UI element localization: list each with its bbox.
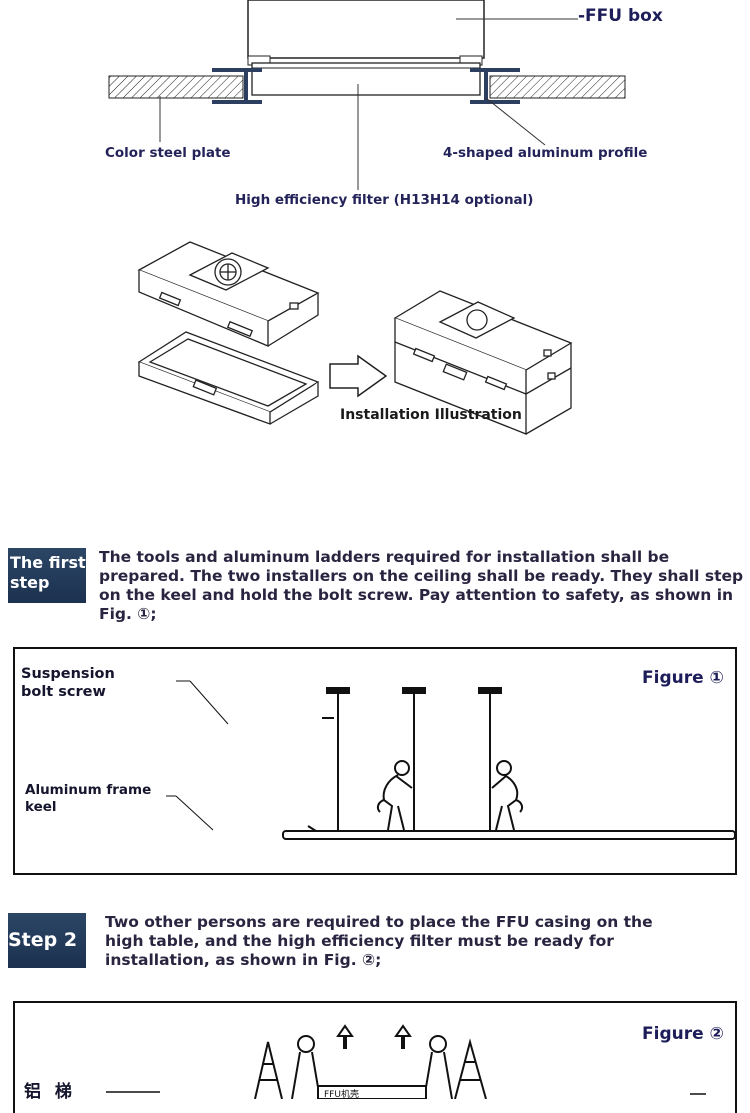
aluminum-profile-right: [470, 68, 520, 104]
filter-label: High efficiency filter (H13H14 optional): [235, 192, 534, 208]
installation-caption: Installation Illustration: [340, 407, 522, 423]
step-1-text: The tools and aluminum ladders required …: [99, 548, 744, 623]
aluminum-profile-label: 4-shaped aluminum profile: [443, 145, 648, 161]
figure-2-panel: [13, 1001, 737, 1113]
step-2-text: Two other persons are required to place …: [105, 913, 653, 969]
color-steel-plate-right: [489, 75, 626, 99]
color-steel-plate-left: [108, 75, 244, 99]
aluminum-profile-left: [212, 68, 262, 104]
ffu-box-label: -FFU box: [578, 6, 663, 26]
color-steel-plate-label: Color steel plate: [105, 145, 231, 161]
ffu-box-body: [247, 0, 485, 59]
arrow-icon: [329, 354, 388, 398]
bolt-screw-label: Suspension bolt screw: [21, 666, 115, 700]
step-2-badge: Step 2: [8, 913, 86, 968]
cross-section-diagram: [108, 0, 626, 435]
ffu-casing-label: FFU机壳: [324, 1090, 359, 1100]
step-1-badge: The first step: [8, 548, 86, 603]
assembled-unit-illustration: [393, 290, 573, 435]
aluminum-keel-label: Aluminum frame keel: [25, 782, 152, 815]
ffu-unit-illustration: [137, 241, 320, 347]
figure-2-title: Figure ②: [642, 1024, 724, 1044]
ladder-label: 铝 梯: [24, 1082, 76, 1102]
filter-illustration: [137, 331, 320, 425]
figure-1-title: Figure ①: [642, 668, 724, 688]
